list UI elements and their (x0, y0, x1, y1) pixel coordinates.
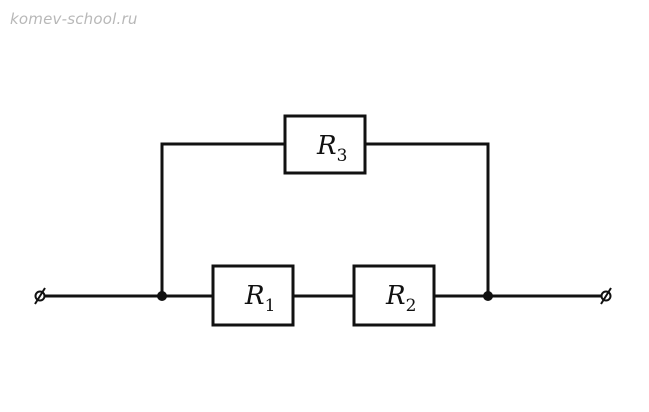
wire-upper-right (365, 142, 490, 296)
wire-upper-left (160, 142, 285, 296)
junction-left-dot (157, 291, 167, 301)
junction-right-dot (483, 291, 493, 301)
resistor-r3-label: R3 (316, 131, 347, 166)
resistor-r1-box (211, 264, 295, 327)
resistor-r2-label: R2 (385, 281, 416, 316)
resistor-r3-box (283, 114, 367, 175)
terminal-left (34, 287, 46, 305)
resistor-r2-box (352, 264, 436, 327)
terminal-right (600, 287, 612, 305)
watermark-text: komev-school.ru (10, 10, 138, 28)
resistor-r1-label: R1 (244, 281, 275, 316)
